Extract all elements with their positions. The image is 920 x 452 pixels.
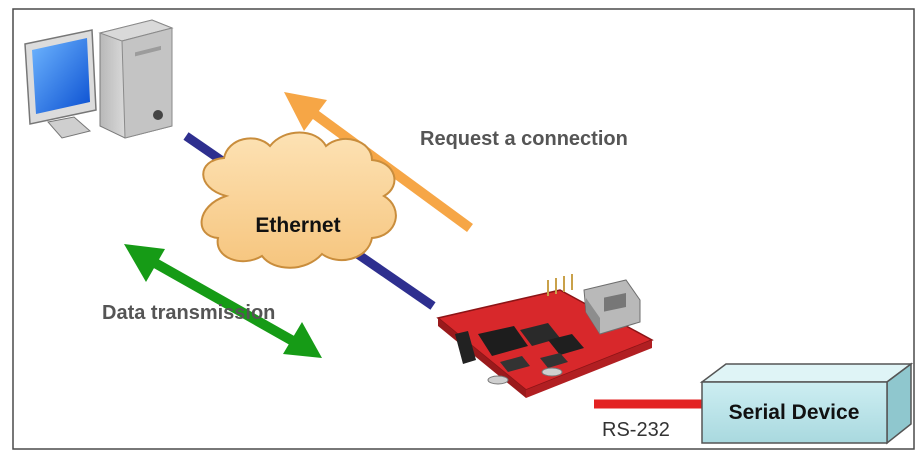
serial-device-label: Serial Device [729,401,860,424]
serial-ethernet-module-icon [436,274,654,398]
rs232-label: RS-232 [602,419,670,441]
ethernet-label: Ethernet [255,214,340,237]
ethernet-cloud-icon [200,131,397,269]
serial-device-box [699,362,914,445]
data-transmission-arrow [124,244,322,358]
computer-icon [24,19,174,139]
data-transmission-label: Data transmission [102,302,275,324]
request-label: Request a connection [420,128,628,150]
